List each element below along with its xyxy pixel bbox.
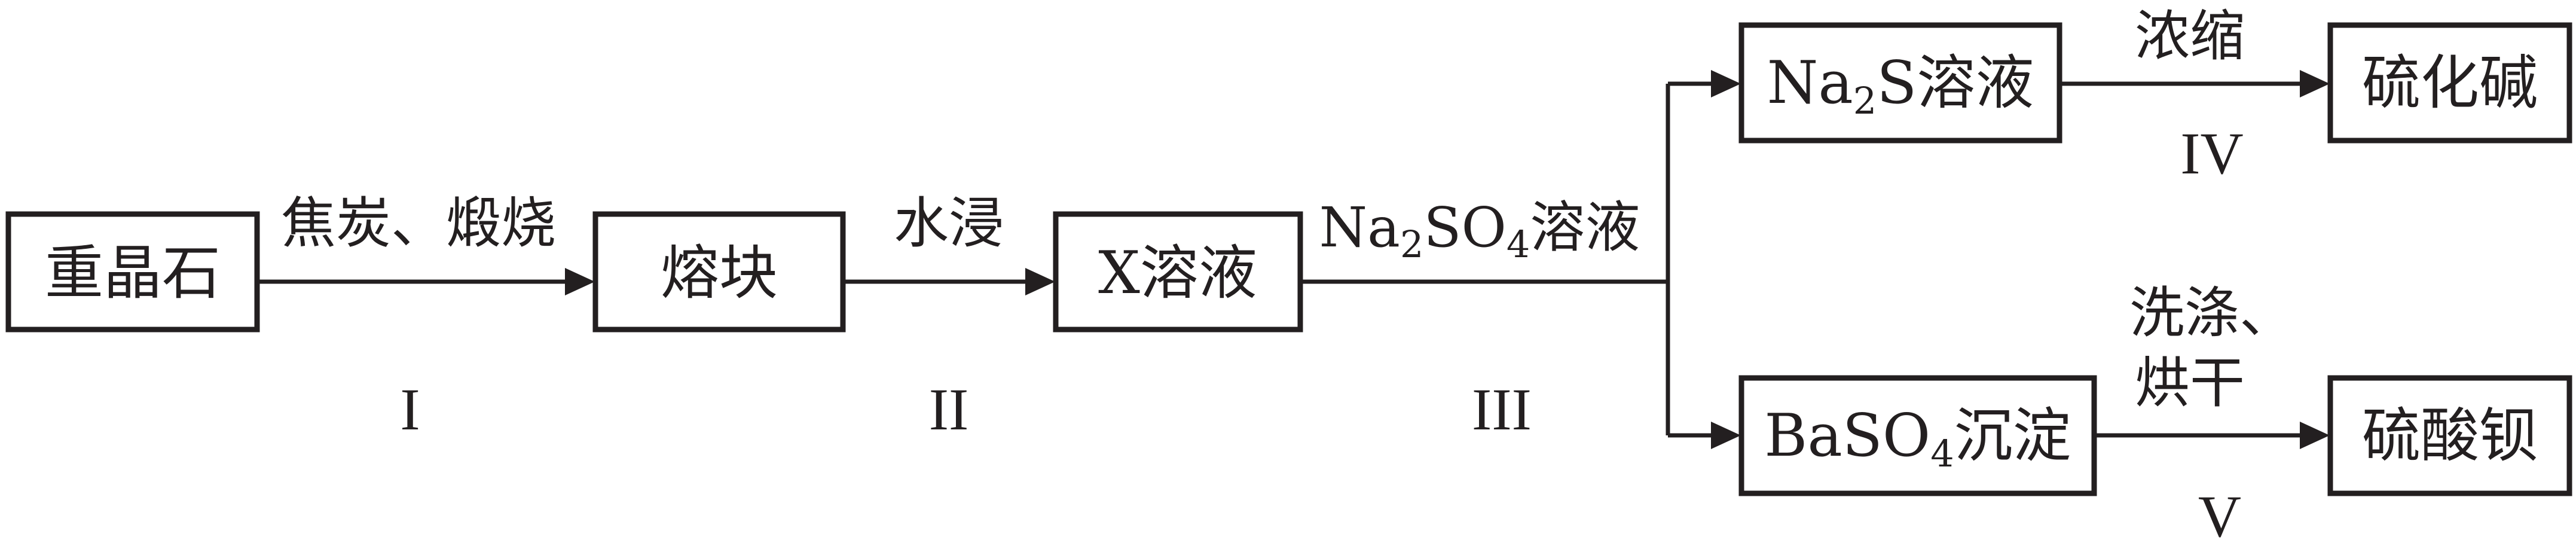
- na2s-name: 溶液: [1917, 49, 2034, 117]
- step-number-1: I: [400, 376, 420, 443]
- arrowhead-1: [565, 268, 595, 295]
- node-barium-sulfate: 硫酸钡: [2362, 402, 2538, 470]
- step3-b-sub: 4: [1507, 222, 1530, 266]
- baso4-formula-main: BaSO: [1764, 402, 1930, 470]
- step3-b: SO: [1423, 196, 1506, 260]
- box-sodium-sulfide: [2327, 22, 2572, 144]
- arrowhead-2: [1025, 268, 1055, 295]
- baso4-name: 沉淀: [1954, 402, 2071, 470]
- box-barium-sulfate: [2327, 375, 2572, 496]
- box-baso4-precipitate: [1738, 375, 2097, 496]
- step3-a: Na: [1319, 196, 1400, 260]
- box-x-solution: [1053, 211, 1303, 333]
- node-fused-block: 熔块: [661, 239, 778, 307]
- na2s-formula-sub: 2: [1853, 79, 1877, 123]
- na2s-formula-tail: S: [1877, 49, 1917, 117]
- label-step3-na2so4-solution: Na2SO4溶液: [1319, 196, 1640, 266]
- label-step2-water-leach: 水浸: [894, 191, 1004, 255]
- label-step5-dry: 烘干: [2135, 351, 2245, 415]
- arrowhead-5: [2300, 70, 2330, 97]
- node-baso4-precipitate: BaSO4沉淀: [1764, 402, 2071, 475]
- node-na2s-solution: Na2S溶液: [1767, 49, 2034, 123]
- step-number-4: IV: [2180, 120, 2244, 187]
- arrowhead-6: [2300, 422, 2330, 449]
- arrowhead-4: [1711, 422, 1741, 449]
- node-barite: 重晶石: [45, 239, 221, 307]
- label-step1-coke-calcine: 焦炭、煅烧: [281, 191, 556, 255]
- step3-c: 溶液: [1530, 196, 1640, 260]
- box-na2s-solution: [1738, 22, 2062, 144]
- label-step4-concentrate: 浓缩: [2135, 4, 2245, 68]
- box-barite: [5, 211, 260, 333]
- step-number-2: II: [929, 376, 969, 443]
- na2s-formula-main: Na: [1767, 49, 1853, 117]
- arrowhead-3: [1711, 70, 1741, 97]
- step-number-5: V: [2198, 483, 2241, 546]
- node-x-solution: X溶液: [1098, 239, 1257, 307]
- node-sodium-sulfide: 硫化碱: [2362, 49, 2538, 117]
- box-fused-block: [592, 211, 846, 333]
- baso4-formula-sub: 4: [1930, 432, 1954, 475]
- label-step5-wash: 洗涤、: [2129, 281, 2294, 345]
- step-number-3: III: [1472, 376, 1532, 443]
- step3-a-sub: 2: [1400, 222, 1423, 266]
